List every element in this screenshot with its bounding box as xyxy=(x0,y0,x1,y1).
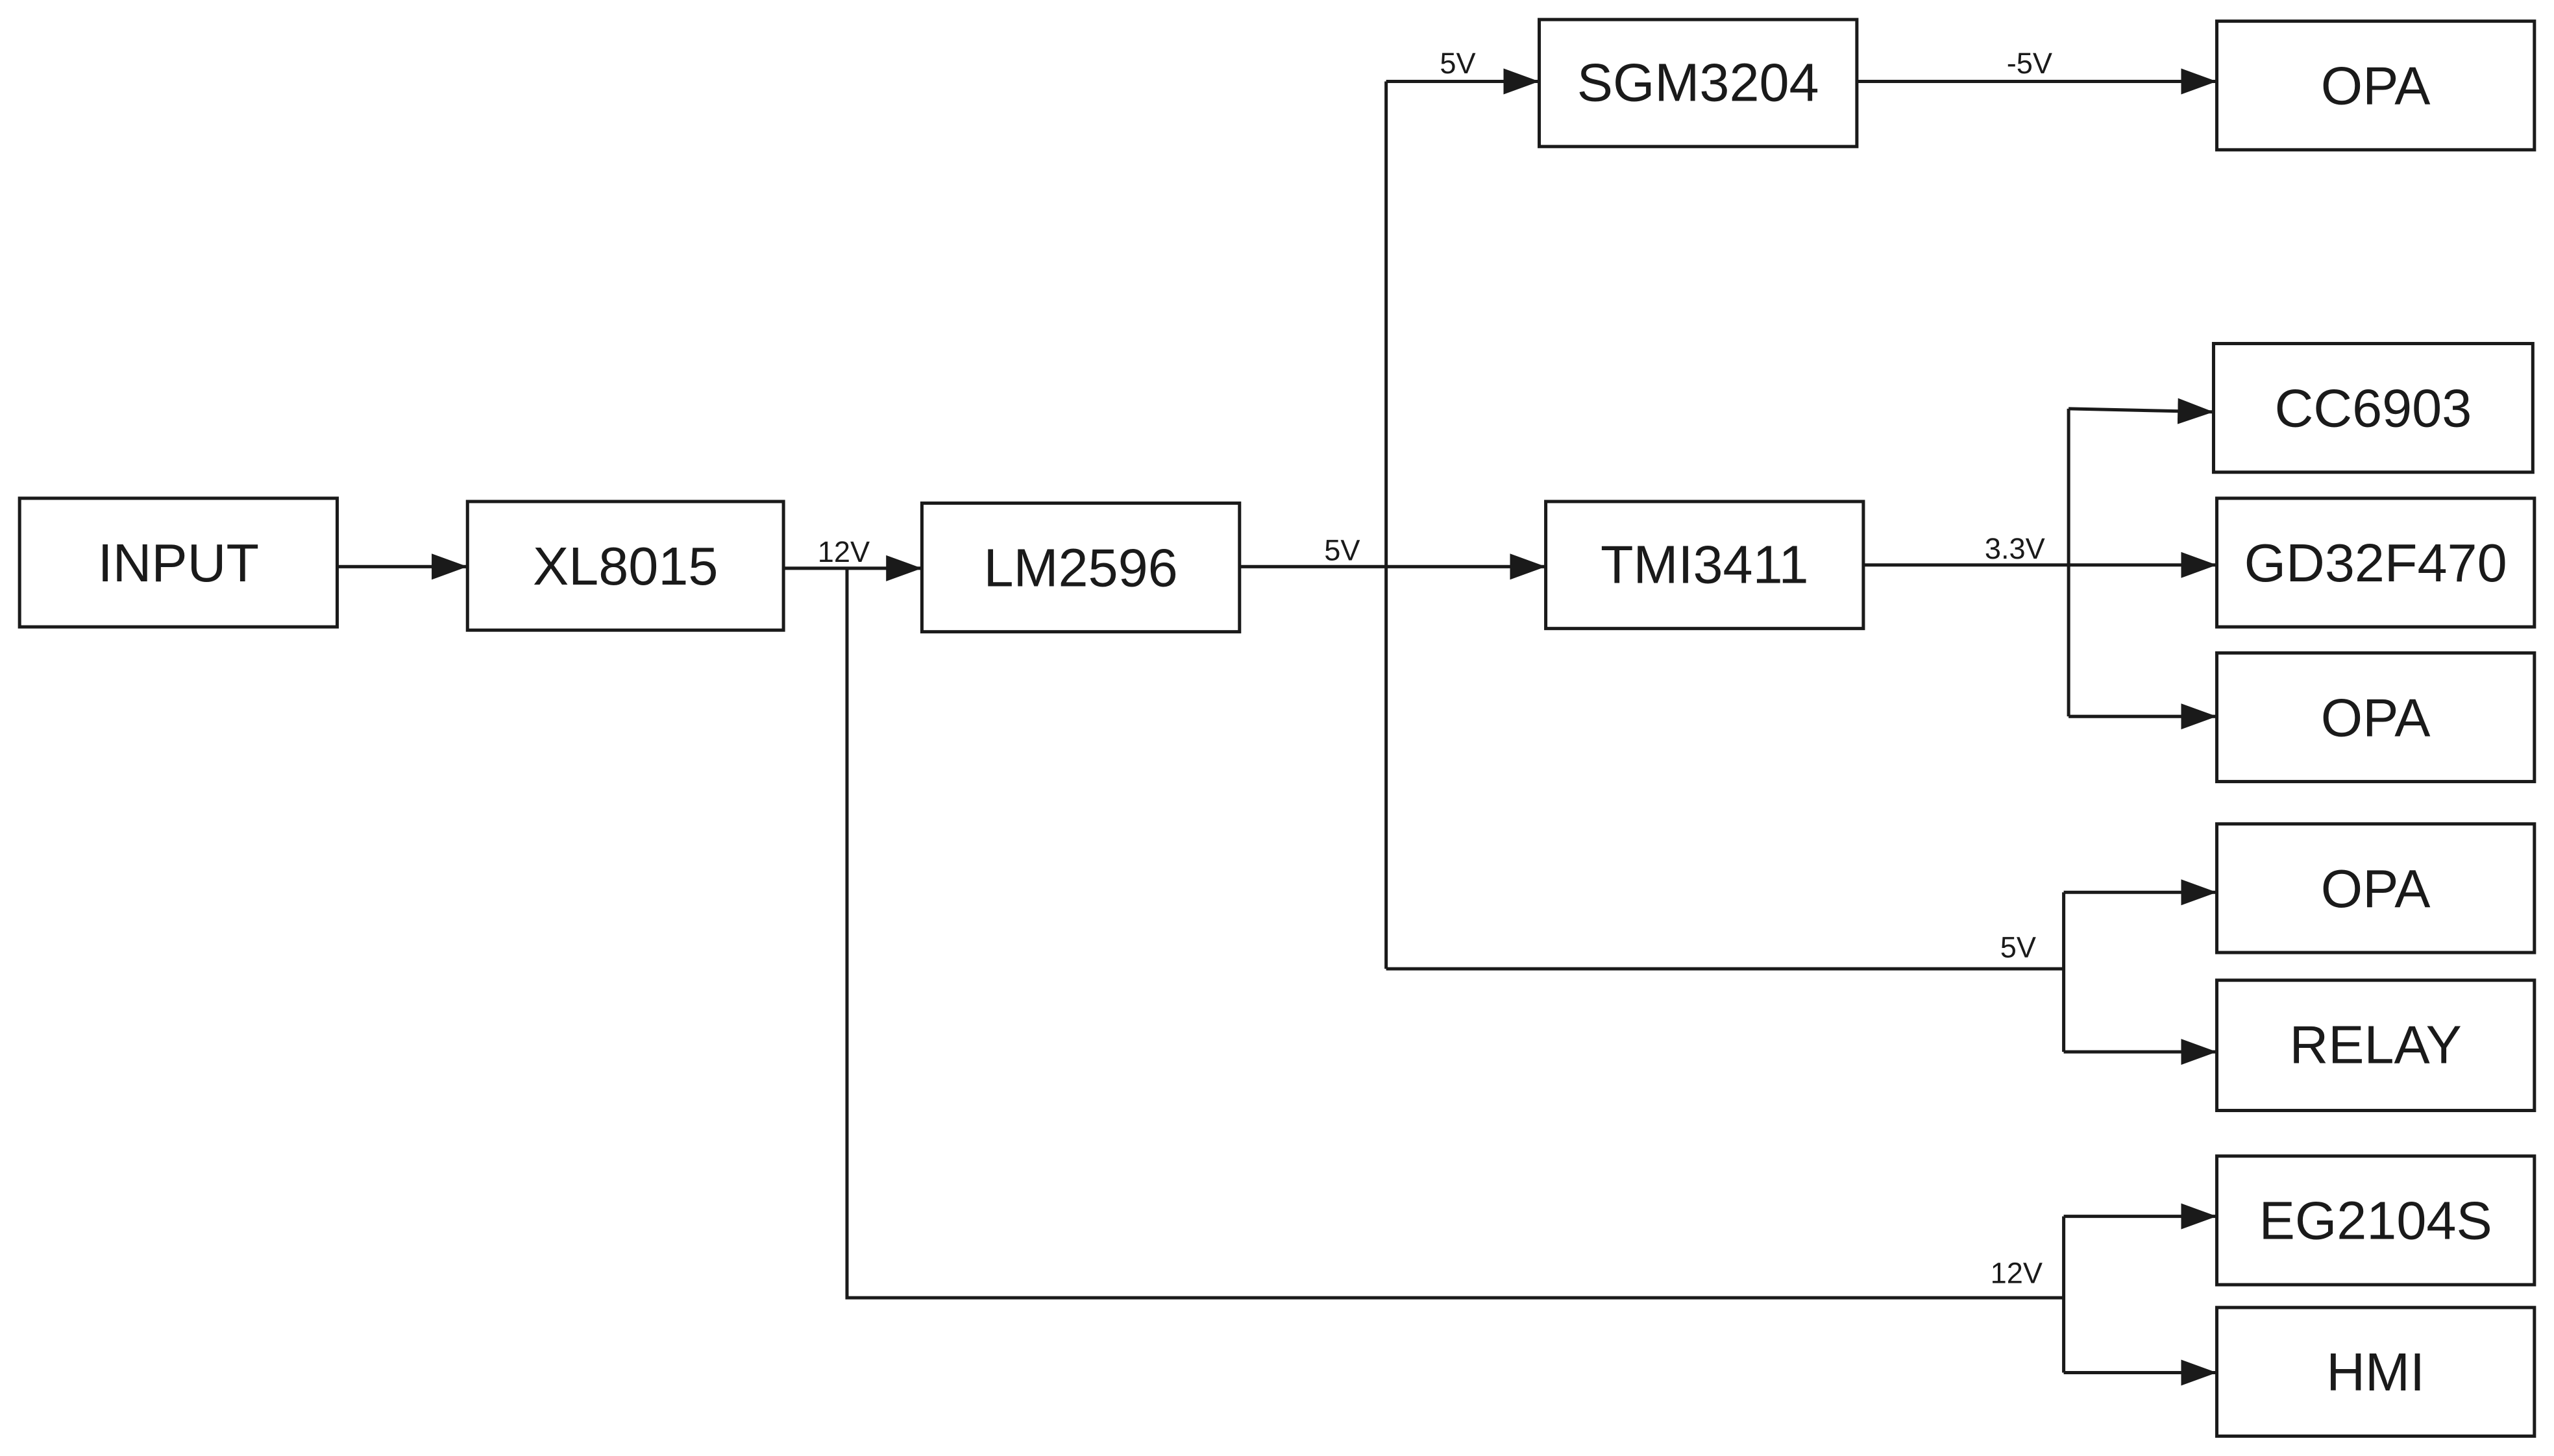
block-cc6903-label: CC6903 xyxy=(2275,378,2472,438)
block-sgm3204-box xyxy=(1538,18,1859,149)
block-cc6903-box xyxy=(2211,341,2535,474)
block-relay-label: RELAY xyxy=(2289,1015,2461,1075)
rail-label-lm2596-out: 5V xyxy=(1324,533,1360,566)
rail-label-sgm3204-in: 5V xyxy=(1440,47,1475,80)
block-opa-1: OPA xyxy=(2215,19,2536,152)
block-hmi: HMI xyxy=(2215,1305,2536,1438)
block-opa-2-box xyxy=(2215,651,2536,784)
rail-label-tmi3411-out: 3.3V xyxy=(1985,532,2045,565)
wire-to-cc6903 xyxy=(2069,398,2214,424)
block-input-box xyxy=(18,496,339,629)
rail-label-sgm3204-out: -5V xyxy=(2007,47,2052,80)
block-opa-2-label: OPA xyxy=(2321,687,2431,747)
block-xl8015-box xyxy=(465,500,785,632)
block-opa-1-box xyxy=(2215,19,2536,152)
block-gd32f470-label: GD32F470 xyxy=(2244,533,2507,593)
block-eg2104s-label: EG2104S xyxy=(2259,1191,2492,1251)
wire-12v-branch xyxy=(845,568,2064,1300)
block-lm2596-label: LM2596 xyxy=(983,537,1177,598)
rail-label-branch-5v: 5V xyxy=(2000,931,2036,964)
rail-label-xl8015-out: 12V xyxy=(818,535,870,568)
block-opa-3-box xyxy=(2215,822,2536,954)
block-gd32f470-box xyxy=(2215,496,2536,629)
block-xl8015: XL8015 xyxy=(465,500,785,632)
block-cc6903: CC6903 xyxy=(2211,341,2535,474)
block-tmi3411: TMI3411 xyxy=(1544,500,1865,631)
block-sgm3204: SGM3204 xyxy=(1538,18,1859,149)
block-opa-1-label: OPA xyxy=(2321,56,2431,116)
block-opa-2: OPA xyxy=(2215,651,2536,784)
block-sgm3204-label: SGM3204 xyxy=(1577,53,1819,113)
block-hmi-box xyxy=(2215,1305,2536,1438)
block-lm2596: LM2596 xyxy=(920,501,1242,634)
block-opa-3-label: OPA xyxy=(2321,858,2431,919)
block-hmi-label: HMI xyxy=(2326,1342,2425,1402)
block-input-label: INPUT xyxy=(98,533,259,593)
block-input: INPUT xyxy=(18,496,339,629)
block-opa-3: OPA xyxy=(2215,822,2536,954)
rail-label-branch-12v: 12V xyxy=(1991,1256,2043,1289)
block-gd32f470: GD32F470 xyxy=(2215,496,2536,629)
block-eg2104s: EG2104S xyxy=(2215,1154,2536,1287)
block-tmi3411-box xyxy=(1544,500,1865,631)
block-tmi3411-label: TMI3411 xyxy=(1601,534,1809,594)
block-xl8015-label: XL8015 xyxy=(533,536,718,596)
block-lm2596-box xyxy=(920,501,1242,634)
block-eg2104s-box xyxy=(2215,1154,2536,1287)
block-relay: RELAY xyxy=(2215,978,2536,1112)
block-relay-box xyxy=(2215,978,2536,1112)
